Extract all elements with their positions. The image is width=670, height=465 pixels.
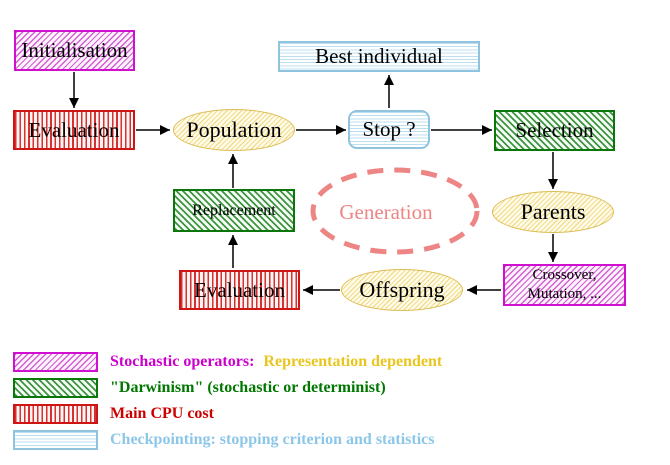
legend-item-stochastic-operators: Stochastic operators: Representation dep… (13, 352, 442, 372)
node-evaluation-top-label: Evaluation (28, 117, 120, 142)
node-evaluation-bottom-label: Evaluation (194, 277, 285, 302)
node-best-individual: Best individual (278, 41, 480, 72)
legend-swatch-red-stripes (13, 404, 98, 424)
node-replacement-label: Replacement (192, 201, 276, 219)
mutation-line: Mutation, ... (527, 286, 602, 302)
legend-label-stochastic: Stochastic operators: (110, 353, 255, 370)
legend-item-darwinism: "Darwinism" (stochastic or determinist) (13, 378, 386, 398)
node-initialisation: Initialisation (14, 30, 135, 71)
node-replacement: Replacement (173, 189, 295, 232)
legend-label-darwinism: "Darwinism" (stochastic or determinist) (110, 379, 386, 396)
generation-loop-ellipse (310, 167, 480, 255)
node-initialisation-label: Initialisation (21, 38, 128, 62)
node-parents: Parents (492, 191, 614, 233)
node-evaluation-top: Evaluation (13, 110, 135, 150)
node-evaluation-bottom: Evaluation (179, 270, 300, 310)
node-population-label: Population (186, 117, 282, 142)
node-best-individual-label: Best individual (315, 44, 443, 68)
legend-label-cpu-cost: Main CPU cost (110, 405, 214, 422)
legend-label-representation: Representation dependent (263, 353, 443, 370)
legend-swatch-green-hatch (13, 378, 98, 398)
legend-swatch-magenta-hatch (13, 352, 98, 372)
node-stop: Stop ? (348, 110, 430, 149)
node-selection: Selection (494, 110, 615, 151)
node-stop-label: Stop ? (362, 117, 416, 141)
node-offspring-label: Offspring (359, 277, 445, 302)
legend-item-cpu-cost: Main CPU cost (13, 404, 214, 424)
legend-swatch-cyan-lines (13, 430, 98, 450)
node-parents-label: Parents (520, 199, 586, 224)
node-selection-label: Selection (515, 118, 594, 142)
node-crossover-mutation: Crossover, Mutation, ... (503, 264, 626, 306)
legend-item-checkpointing: Checkpointing: stopping criterion and st… (13, 430, 434, 450)
node-population: Population (173, 109, 295, 151)
generation-label: Generation (339, 200, 433, 224)
legend-label-checkpointing: Checkpointing: stopping criterion and st… (110, 431, 435, 448)
crossover-line: Crossover, (532, 267, 597, 284)
node-crossover-mutation-label: Crossover, Mutation, ... (528, 266, 602, 304)
node-offspring: Offspring (341, 269, 463, 311)
